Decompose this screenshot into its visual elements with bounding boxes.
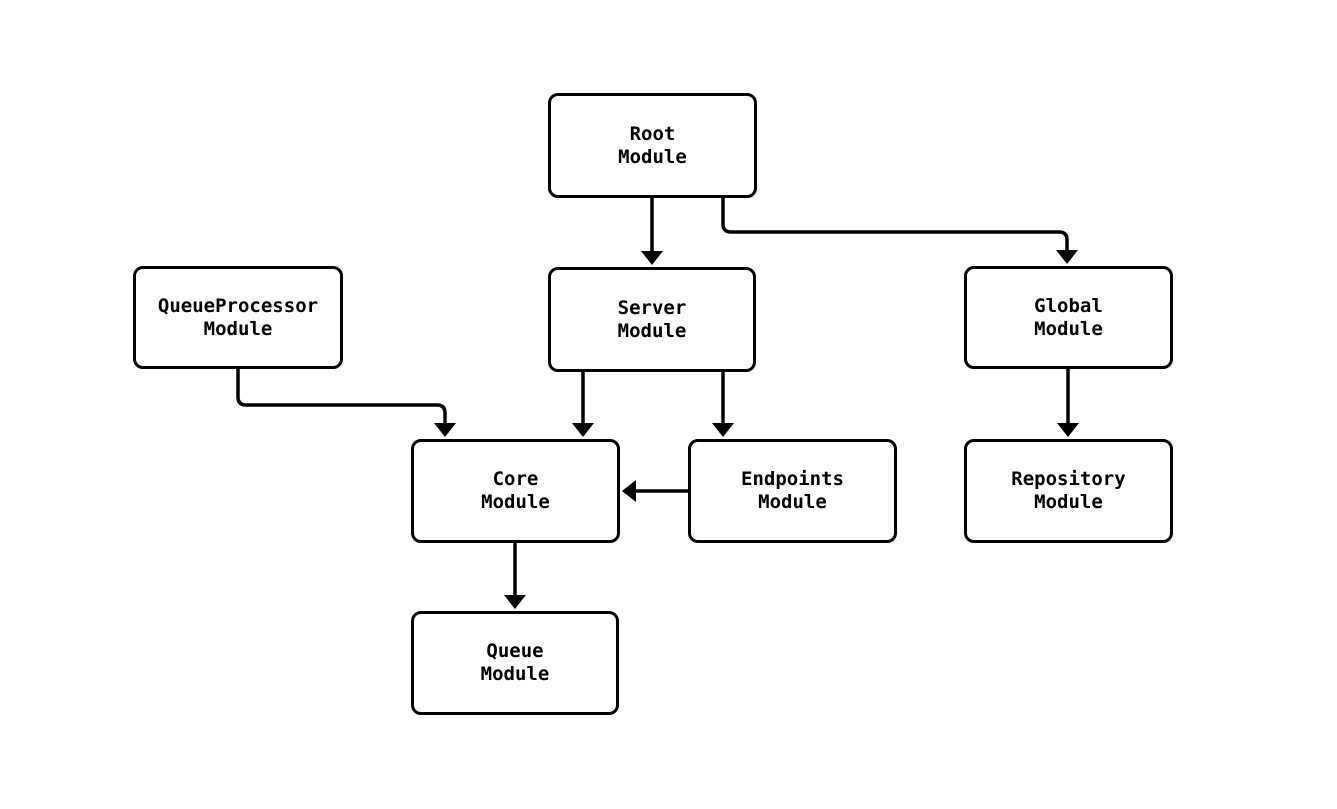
node-server-module: Server Module bbox=[548, 267, 756, 372]
edge-queue-processor-to-core bbox=[236, 369, 456, 437]
node-endpoints-module-label: Endpoints Module bbox=[741, 468, 844, 513]
edge-endpoints-to-core bbox=[622, 480, 688, 502]
arrowhead-global-to-repository-icon bbox=[1057, 423, 1079, 437]
node-core-module-label: Core Module bbox=[481, 468, 550, 513]
node-root-module: Root Module bbox=[548, 93, 757, 198]
node-global-module-label: Global Module bbox=[1034, 294, 1103, 340]
edge-root-to-global bbox=[721, 198, 1078, 264]
node-global-module: Global Module bbox=[964, 266, 1173, 369]
arrowhead-root-to-server-icon bbox=[641, 251, 663, 265]
node-server-module-label: Server Module bbox=[617, 296, 687, 342]
arrowhead-endpoints-to-core-icon bbox=[622, 480, 636, 502]
edge-server-to-core bbox=[572, 372, 594, 437]
arrowhead-server-to-core-icon bbox=[572, 423, 594, 437]
node-core-module: Core Module bbox=[411, 439, 620, 543]
edge-global-to-repository bbox=[1057, 369, 1079, 437]
arrowhead-root-to-global-icon bbox=[1056, 250, 1078, 264]
node-repository-module: Repository Module bbox=[964, 439, 1173, 543]
node-queue-module-label: Queue Module bbox=[480, 640, 550, 685]
arrowhead-queue-processor-to-core-icon bbox=[434, 423, 456, 437]
node-root-module-label: Root Module bbox=[618, 122, 687, 168]
node-queue-module: Queue Module bbox=[411, 611, 619, 715]
edge-core-to-queue bbox=[504, 543, 526, 609]
node-endpoints-module: Endpoints Module bbox=[688, 439, 897, 543]
arrowhead-server-to-endpoints-icon bbox=[712, 423, 734, 437]
node-queueprocessor-module: QueueProcessor Module bbox=[133, 266, 343, 369]
arrowhead-core-to-queue-icon bbox=[504, 595, 526, 609]
edge-server-to-endpoints bbox=[712, 372, 734, 437]
node-repository-module-label: Repository Module bbox=[1011, 468, 1126, 513]
edge-root-to-server bbox=[641, 198, 663, 265]
node-queueprocessor-module-label: QueueProcessor Module bbox=[157, 294, 319, 340]
